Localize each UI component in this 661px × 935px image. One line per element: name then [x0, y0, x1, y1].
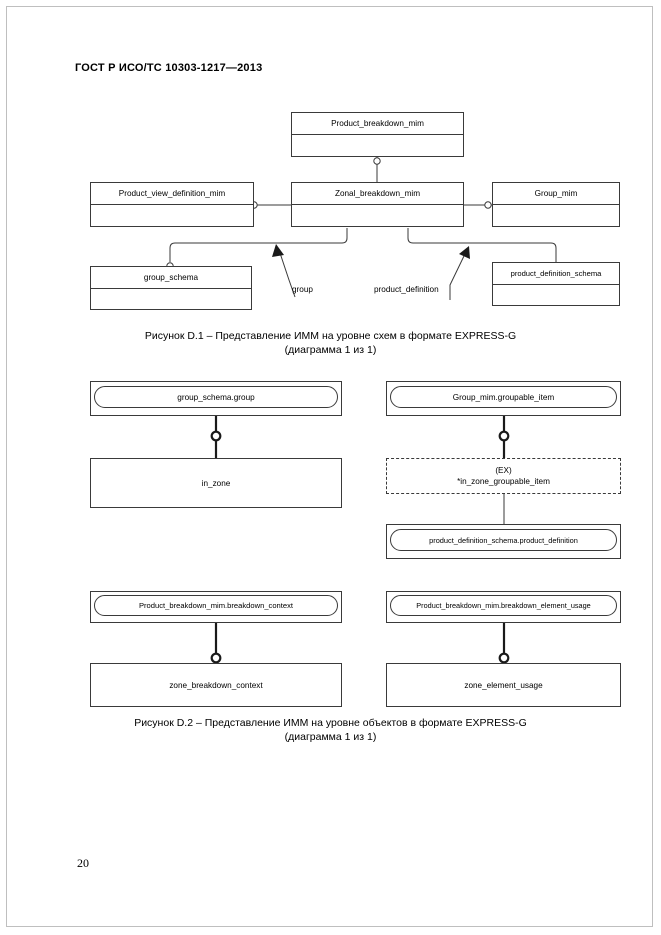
entity-ex-in-zone-groupable-item[interactable]: (EX) *in_zone_groupable_item	[386, 458, 621, 494]
node-group-schema[interactable]: group_schema	[90, 266, 252, 310]
figure-d2-caption: Рисунок D.2 – Представление ИММ на уровн…	[0, 716, 661, 744]
entity-zone-element-usage[interactable]: zone_element_usage	[386, 663, 621, 707]
edge-label-product-definition: product_definition	[374, 285, 439, 294]
entity-group-schema-group[interactable]: group_schema.group	[90, 381, 342, 416]
ex-entity-label: *in_zone_groupable_item	[457, 477, 550, 486]
node-zonal-breakdown-mim[interactable]: Zonal_breakdown_mim	[291, 182, 464, 227]
entity-label: product_definition_schema.product_defini…	[390, 529, 617, 551]
entity-zone-breakdown-context[interactable]: zone_breakdown_context	[90, 663, 342, 707]
node-body	[91, 205, 253, 227]
entity-product-breakdown-mim-breakdown-element-usage[interactable]: Product_breakdown_mim.breakdown_element_…	[386, 591, 621, 623]
edge-label-group: group	[292, 285, 313, 294]
document-header-standard-number: ГОСТ Р ИСО/ТС 10303-1217—2013	[75, 62, 263, 74]
figure-d2-caption-line1: Рисунок D.2 – Представление ИММ на уровн…	[134, 717, 527, 729]
node-title: group_schema	[91, 267, 251, 289]
node-product-definition-schema[interactable]: product_definition_schema	[492, 262, 620, 306]
node-title: Product_view_definition_mim	[91, 183, 253, 205]
entity-label: Group_mim.groupable_item	[390, 386, 617, 408]
entity-label: group_schema.group	[94, 386, 338, 408]
node-product-view-definition-mim[interactable]: Product_view_definition_mim	[90, 182, 254, 227]
page-number: 20	[77, 856, 89, 870]
node-title: product_definition_schema	[493, 263, 619, 285]
figure-d1-caption-line1: Рисунок D.1 – Представление ИММ на уровн…	[144, 330, 517, 342]
entity-product-definition-schema-product-definition[interactable]: product_definition_schema.product_defini…	[386, 524, 621, 559]
node-title: Product_breakdown_mim	[292, 113, 463, 135]
node-title: Zonal_breakdown_mim	[292, 183, 463, 205]
ex-tag-label: (EX)	[495, 466, 512, 475]
entity-label: Product_breakdown_mim.breakdown_context	[94, 595, 338, 616]
node-body	[91, 289, 251, 310]
node-body	[493, 285, 619, 306]
node-product-breakdown-mim[interactable]: Product_breakdown_mim	[291, 112, 464, 157]
node-body	[493, 205, 619, 227]
node-body	[292, 205, 463, 227]
node-group-mim[interactable]: Group_mim	[492, 182, 620, 227]
entity-label: Product_breakdown_mim.breakdown_element_…	[390, 595, 617, 616]
node-title: Group_mim	[493, 183, 619, 205]
entity-product-breakdown-mim-breakdown-context[interactable]: Product_breakdown_mim.breakdown_context	[90, 591, 342, 623]
figure-d2-caption-line2: (диаграмма 1 из 1)	[284, 731, 377, 743]
node-body	[292, 135, 463, 157]
entity-in-zone[interactable]: in_zone	[90, 458, 342, 508]
figure-d1-caption-line2: (диаграмма 1 из 1)	[284, 344, 377, 356]
entity-group-mim-groupable-item[interactable]: Group_mim.groupable_item	[386, 381, 621, 416]
figure-d1-caption: Рисунок D.1 – Представление ИММ на уровн…	[0, 329, 661, 357]
